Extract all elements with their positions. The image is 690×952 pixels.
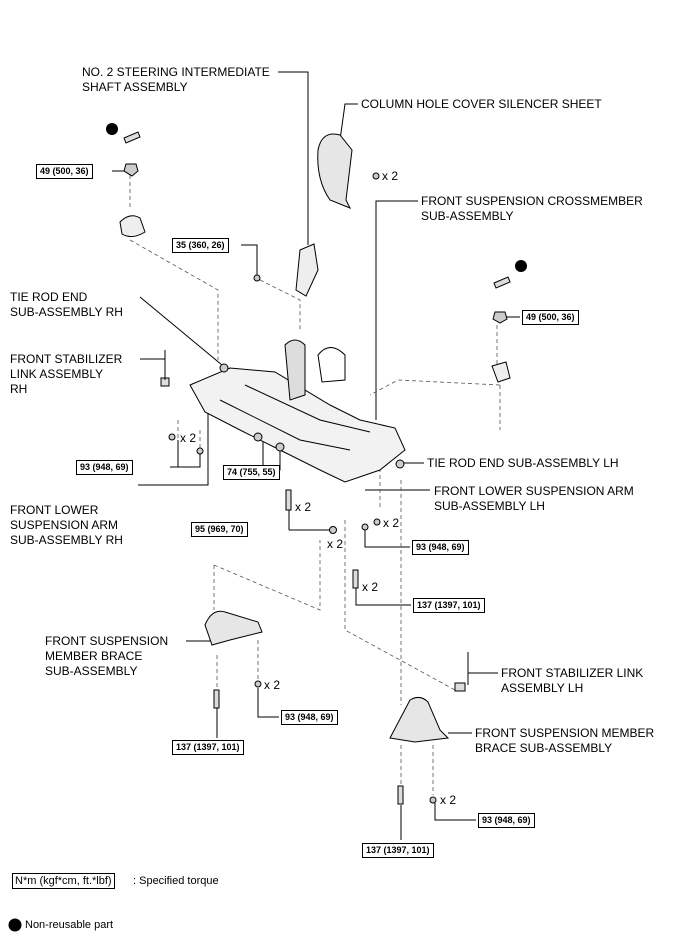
leader-crossmember (375, 200, 418, 420)
quantity-label: x 2 (264, 678, 281, 692)
leader-t93c (257, 688, 279, 718)
bolt-93a-2 (196, 447, 204, 455)
torque-spec: 137 (1397, 101) (413, 598, 485, 613)
crossmember-rail-1 (219, 399, 351, 451)
torque-spec: 137 (1397, 101) (362, 843, 434, 858)
torque-spec: 95 (969, 70) (191, 522, 248, 537)
dash-13 (344, 520, 456, 691)
label-steering-shaft: NO. 2 STEERING INTERMEDIATE SHAFT ASSEMB… (82, 65, 270, 94)
legend-nonreusable-text: Non-reusable part (25, 919, 114, 931)
stab-link-lh-part (454, 652, 469, 692)
bolt-35 (253, 274, 261, 282)
quantity-label: x 2 (383, 516, 400, 530)
non-reusable-marker-1 (106, 123, 118, 135)
quantity-label: x 2 (327, 537, 344, 551)
brace-left-part (204, 610, 263, 646)
dash-9 (213, 540, 321, 611)
leader-t35 (241, 244, 258, 275)
clip-cover (372, 172, 380, 180)
brace-right-part (389, 696, 450, 743)
quantity-label: x 2 (382, 169, 399, 183)
tie-rod-rh-stud (219, 363, 229, 373)
stab-link-rh-part (160, 350, 170, 387)
bolt-93c (254, 680, 262, 688)
torque-spec: 35 (360, 26) (172, 238, 229, 253)
nut-95 (329, 526, 337, 534)
nut-74-2 (275, 442, 285, 452)
nut-49a (123, 163, 139, 177)
crossmember-rail-2 (244, 384, 371, 433)
leader-t93d (434, 803, 476, 821)
dash-3 (259, 279, 301, 330)
torque-spec: 93 (948, 69) (412, 540, 469, 555)
column-cover-part (317, 133, 353, 209)
tie-rod-lh-stud (395, 459, 405, 469)
label-tie-rod-lh: TIE ROD END SUB-ASSEMBLY LH (427, 456, 619, 470)
quantity-label: x 2 (440, 793, 457, 807)
tie-rod-rh-part (119, 215, 146, 238)
nut-74-1 (253, 432, 263, 442)
leader-t137a (355, 586, 411, 606)
dash-2 (129, 239, 219, 360)
engine-mount (317, 347, 346, 383)
leader-lower-arm-rh (138, 390, 209, 486)
nut-top-right (493, 276, 511, 289)
label-brace-left: FRONT SUSPENSION MEMBER BRACE SUB-ASSEMB… (45, 634, 169, 678)
label-column-cover: COLUMN HOLE COVER SILENCER SHEET (361, 97, 602, 111)
non-reusable-marker-2 (515, 260, 527, 272)
label-stab-link-lh: FRONT STABILIZER LINK ASSEMBLY LH (501, 666, 644, 695)
leader-t93b (364, 528, 410, 548)
bolt-93a-1 (168, 433, 176, 441)
leader-t95 (288, 510, 332, 531)
torque-spec: 74 (755, 55) (223, 465, 280, 480)
dash-5 (369, 379, 501, 396)
quantity-label: x 2 (362, 580, 379, 594)
leader-tie-rod-rh (139, 296, 223, 366)
bolt-137c (397, 785, 404, 805)
torque-spec: 93 (948, 69) (281, 710, 338, 725)
nut-49b (492, 311, 508, 324)
quantity-label: x 2 (295, 500, 312, 514)
bolt-93b-2 (361, 523, 369, 531)
bolt-95 (285, 489, 292, 511)
legend-non-reusable-dot (8, 918, 22, 932)
quantity-label: x 2 (180, 431, 197, 445)
torque-spec: 49 (500, 36) (522, 310, 579, 325)
torque-spec: 93 (948, 69) (478, 813, 535, 828)
leader-steering-shaft (278, 71, 309, 245)
bolt-137b (213, 689, 220, 709)
legend-unit-box: N*m (kgf*cm, ft.*lbf) (12, 873, 115, 889)
bolt-137a (352, 569, 359, 589)
label-lower-arm-lh: FRONT LOWER SUSPENSION ARM SUB-ASSEMBLY … (434, 484, 634, 513)
label-lower-arm-rh: FRONT LOWER SUSPENSION ARM SUB-ASSEMBLY … (10, 503, 123, 547)
steering-shaft-part (295, 243, 319, 297)
label-brace-right: FRONT SUSPENSION MEMBER BRACE SUB-ASSEMB… (475, 726, 655, 755)
steering-rack-column (284, 339, 306, 401)
leader-t93a (170, 440, 201, 468)
label-tie-rod-rh: TIE ROD END SUB-ASSEMBLY RH (10, 290, 123, 319)
label-stab-link-rh: FRONT STABILIZER LINK ASSEMBLY RH (10, 352, 123, 396)
label-crossmember: FRONT SUSPENSION CROSSMEMBER SUB-ASSEMBL… (421, 194, 643, 223)
legend-unit-text: : Specified torque (133, 875, 219, 887)
leader-column-cover (339, 103, 358, 141)
bolt-93b-1 (373, 518, 381, 526)
torque-spec: 93 (948, 69) (76, 460, 133, 475)
bolt-93d (429, 796, 437, 804)
torque-spec: 49 (500, 36) (36, 164, 93, 179)
torque-spec: 137 (1397, 101) (172, 740, 244, 755)
crossmember-part (189, 367, 406, 483)
tie-rod-lh-upper-part (491, 361, 511, 383)
nut-top-left (123, 131, 141, 144)
